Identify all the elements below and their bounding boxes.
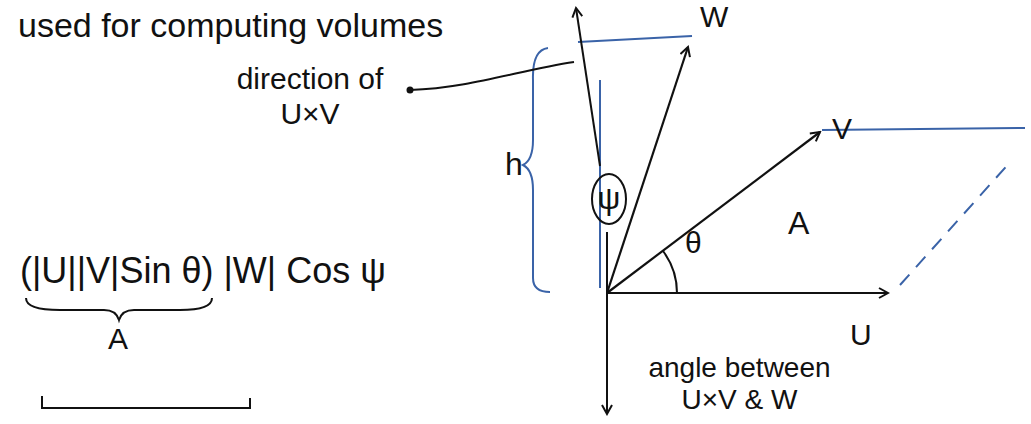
circled-symbol: ψ: [592, 174, 626, 224]
area-label: A: [108, 322, 128, 357]
note-text: used for computing volumes: [18, 6, 443, 45]
angle-label: ψ: [592, 181, 626, 216]
angle-pointer: [606, 232, 608, 414]
underbrace: [26, 298, 212, 320]
height-brace: [523, 48, 550, 292]
vector-label: W: [700, 0, 728, 35]
vector-label: V: [832, 112, 852, 147]
angle-label: θ: [685, 226, 702, 261]
vector-u: [607, 292, 888, 294]
angle-arc: [663, 251, 677, 293]
height-label: h: [505, 146, 523, 183]
leader-line: [410, 62, 574, 90]
note-text: direction of U×V: [220, 62, 400, 131]
area-label: A: [788, 205, 809, 242]
note-text: angle between U×V & W: [632, 352, 847, 416]
cross-product-axis: [576, 8, 600, 166]
vector-v: [607, 132, 820, 293]
formula-text: (|U||V|Sin θ) |W| Cos ψ: [20, 250, 386, 291]
circle-outline: [592, 174, 626, 224]
parallelogram-edge: [900, 160, 1012, 285]
parallelogram-edge: [822, 128, 1025, 130]
vector-w: [607, 47, 688, 293]
bracket: [42, 396, 250, 408]
height-line: [578, 36, 692, 42]
vector-label: U: [850, 318, 872, 353]
